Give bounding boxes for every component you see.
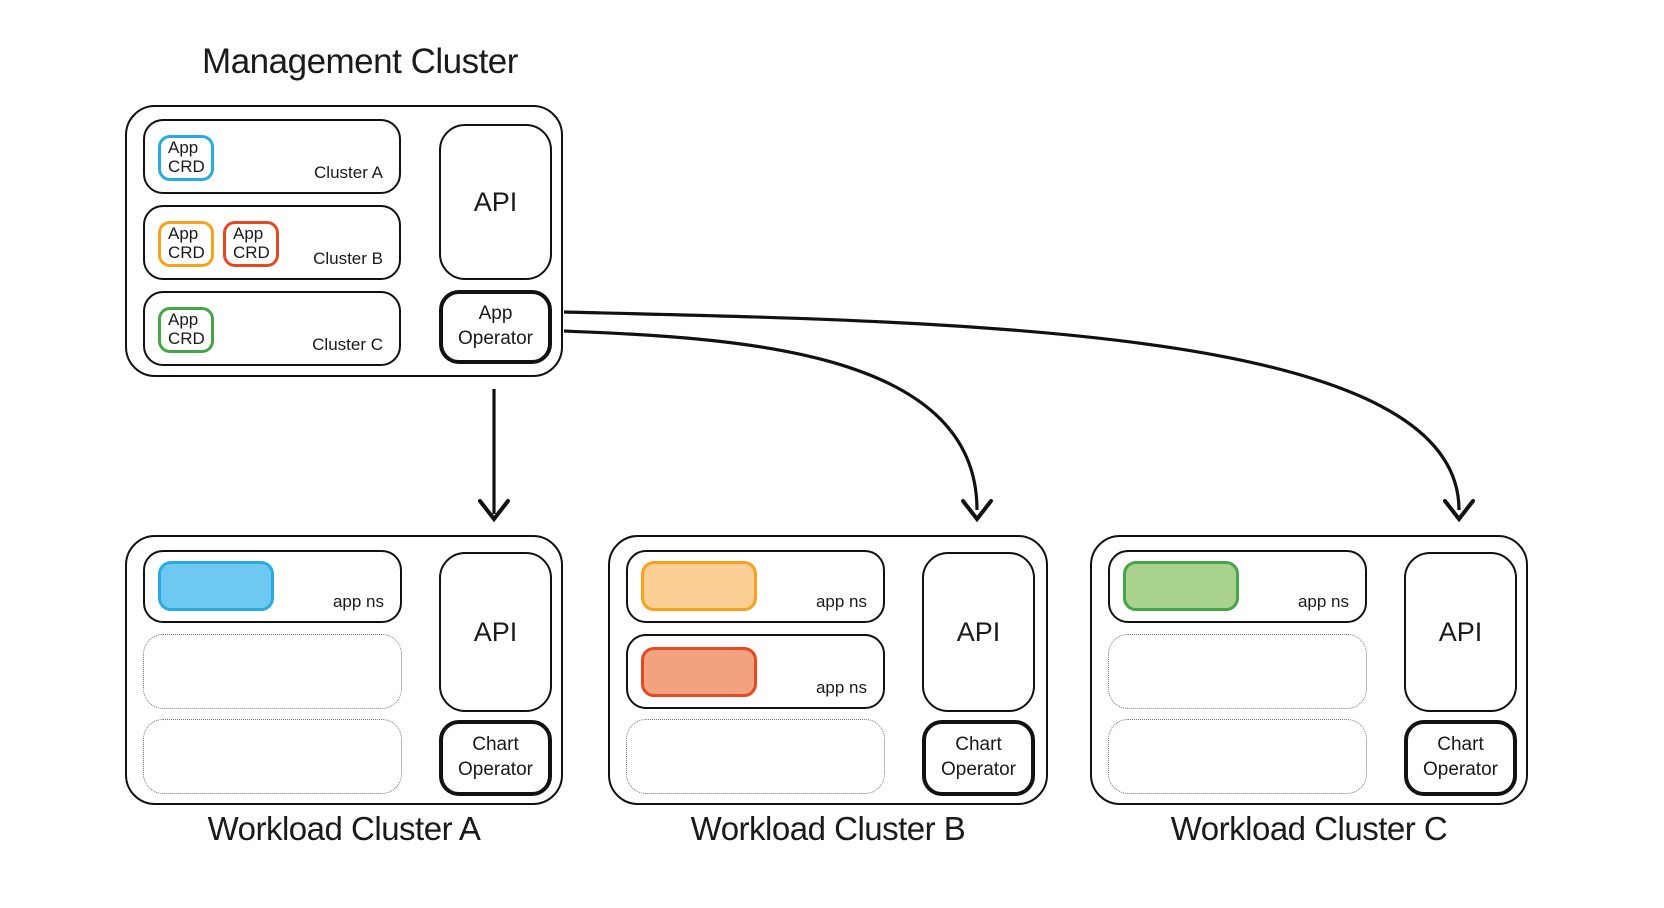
workload-a-chart-operator-box: Chart Operator — [439, 720, 552, 796]
app-operator-box: App Operator — [439, 290, 552, 364]
workload-c-app-ns-row: app ns — [1108, 550, 1367, 623]
workload-a-empty-row-1 — [143, 634, 402, 709]
workload-b-chart-operator-box: Chart Operator — [922, 720, 1035, 796]
management-row-cluster-b: App CRD App CRD Cluster B — [143, 205, 401, 280]
workload-cluster-c-title: Workload Cluster C — [1170, 810, 1448, 847]
namespace-chip-red — [641, 647, 757, 697]
api-label: API — [473, 616, 518, 647]
management-cluster-box: App CRD Cluster A App CRD App CRD Cluste… — [125, 105, 563, 377]
workload-c-chart-operator-box: Chart Operator — [1404, 720, 1517, 796]
workload-cluster-c-box: app ns API Chart Operator — [1090, 535, 1528, 805]
api-label: API — [1438, 616, 1483, 647]
workload-cluster-a-title: Workload Cluster A — [207, 810, 481, 847]
app-ns-label: app ns — [815, 678, 867, 697]
api-label: API — [956, 616, 1001, 647]
api-label: API — [473, 186, 518, 217]
workload-a-empty-row-2 — [143, 719, 402, 794]
workload-c-api-box: API — [1404, 552, 1517, 712]
namespace-chip-blue — [158, 561, 274, 611]
app-crd-chip-cluster-c: App CRD — [158, 307, 214, 353]
chart-operator-label: Chart Operator — [941, 734, 1016, 780]
app-crd-chip-cluster-b-1: App CRD — [158, 221, 214, 267]
app-operator-label: App Operator — [458, 303, 533, 349]
workload-b-empty-row — [626, 719, 885, 794]
management-row-cluster-c: App CRD Cluster C — [143, 291, 401, 366]
arrow-to-workload-b — [563, 329, 979, 511]
cluster-b-label: Cluster B — [313, 249, 383, 268]
workload-a-app-ns-row: app ns — [143, 550, 402, 623]
app-crd-chip-cluster-b-2: App CRD — [223, 221, 279, 267]
workload-c-empty-row-1 — [1108, 634, 1367, 709]
cluster-a-label: Cluster A — [314, 163, 383, 182]
namespace-chip-orange — [641, 561, 757, 611]
workload-b-app-ns-row-1: app ns — [626, 550, 885, 623]
arrow-to-workload-c — [563, 310, 1461, 511]
arrowhead-workload-a — [478, 499, 510, 523]
workload-a-api-box: API — [439, 552, 552, 712]
workload-cluster-b-title: Workload Cluster B — [690, 810, 966, 847]
app-crd-label: App CRD — [168, 310, 205, 348]
app-ns-label: app ns — [815, 592, 867, 611]
management-api-box: API — [439, 124, 552, 280]
chart-operator-label: Chart Operator — [1423, 734, 1498, 780]
app-ns-label: app ns — [1297, 592, 1349, 611]
workload-b-api-box: API — [922, 552, 1035, 712]
chart-operator-label: Chart Operator — [458, 734, 533, 780]
arrowhead-workload-b — [961, 499, 993, 523]
app-crd-label: App CRD — [168, 138, 205, 176]
workload-cluster-a-box: app ns API Chart Operator — [125, 535, 563, 805]
app-crd-label: App CRD — [233, 224, 270, 262]
namespace-chip-green — [1123, 561, 1239, 611]
cluster-c-label: Cluster C — [312, 335, 383, 354]
management-cluster-title: Management Cluster — [202, 42, 518, 81]
workload-cluster-b-box: app ns app ns API Chart Operator — [608, 535, 1048, 805]
management-row-cluster-a: App CRD Cluster A — [143, 119, 401, 194]
arrowhead-workload-c — [1443, 499, 1475, 523]
app-crd-label: App CRD — [168, 224, 205, 262]
app-crd-chip-cluster-a: App CRD — [158, 135, 214, 181]
app-ns-label: app ns — [332, 592, 384, 611]
workload-b-app-ns-row-2: app ns — [626, 634, 885, 709]
workload-c-empty-row-2 — [1108, 719, 1367, 794]
